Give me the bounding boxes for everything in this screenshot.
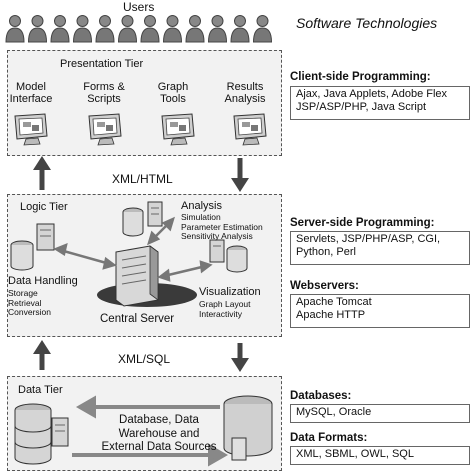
databases-heading: Databases: [290,390,352,402]
user-icon [185,15,205,43]
user-icon [207,15,228,43]
users-icons [5,15,273,43]
users-label: Users [123,0,155,14]
analysis-details: Simulation Parameter Estimation Sensitiv… [181,212,263,241]
forms-scripts-label: Forms & Scripts [83,81,125,105]
external-database-icon [223,395,273,461]
user-icon [162,15,183,43]
user-icon [95,15,115,43]
presentation-tier [7,50,282,156]
data-formats-text: XML, SBML, OWL, SQL [296,448,414,460]
data-handling-title: Data Handling [8,275,78,287]
results-analysis-label: Results Analysis [224,81,266,105]
user-icon [5,15,25,43]
visualization-icon [209,239,248,273]
logic-tier-title: Logic Tier [20,201,68,213]
databases-text: MySQL, Oracle [296,406,372,418]
central-server-icon [115,245,159,307]
user-icon [230,15,250,43]
analysis-icon [122,201,163,237]
visualization-details: Graph Layout Interactivity [199,299,251,319]
user-icon [252,15,273,43]
data-handling-icon [10,223,55,271]
client-side-box [290,86,470,120]
presentation-tier-title: Presentation Tier [60,58,144,70]
user-icon [140,15,160,43]
client-side-text: Ajax, Java Applets, Adobe Flex JSP/ASP/P… [296,88,448,113]
databases-box [290,404,470,423]
graph-tools-label: Graph Tools [157,81,189,105]
user-icon [117,15,138,43]
data-tier-title: Data Tier [18,384,63,396]
visualization-title: Visualization [199,286,261,298]
user-icon [72,15,93,43]
webservers-heading: Webservers: [290,280,359,292]
server-side-text: Servlets, JSP/PHP/ASP, CGI, Python, Perl [296,233,441,258]
technologies-heading: Software Technologies [296,15,438,31]
connector-bottom-label: XML/SQL [118,352,171,366]
webservers-box [290,294,470,328]
client-side-heading: Client-side Programming: [290,71,431,83]
database-stack-icon [14,403,69,465]
central-server-label: Central Server [100,313,175,325]
user-icon [50,15,70,43]
data-formats-box [290,446,470,465]
connector-top-label: XML/HTML [112,172,173,186]
user-icon [27,15,48,43]
webservers-text: Apache Tomcat Apache HTTP [296,296,372,321]
model-interface-label: Model Interface [9,81,53,105]
data-formats-heading: Data Formats: [290,432,368,444]
analysis-title: Analysis [181,200,222,212]
data-handling-details: Storage Retrieval Conversion [8,288,51,317]
data-sources-label: Database, Data Warehouse and External Da… [101,414,217,453]
server-side-box [290,231,470,265]
server-side-heading: Server-side Programming: [290,217,435,229]
